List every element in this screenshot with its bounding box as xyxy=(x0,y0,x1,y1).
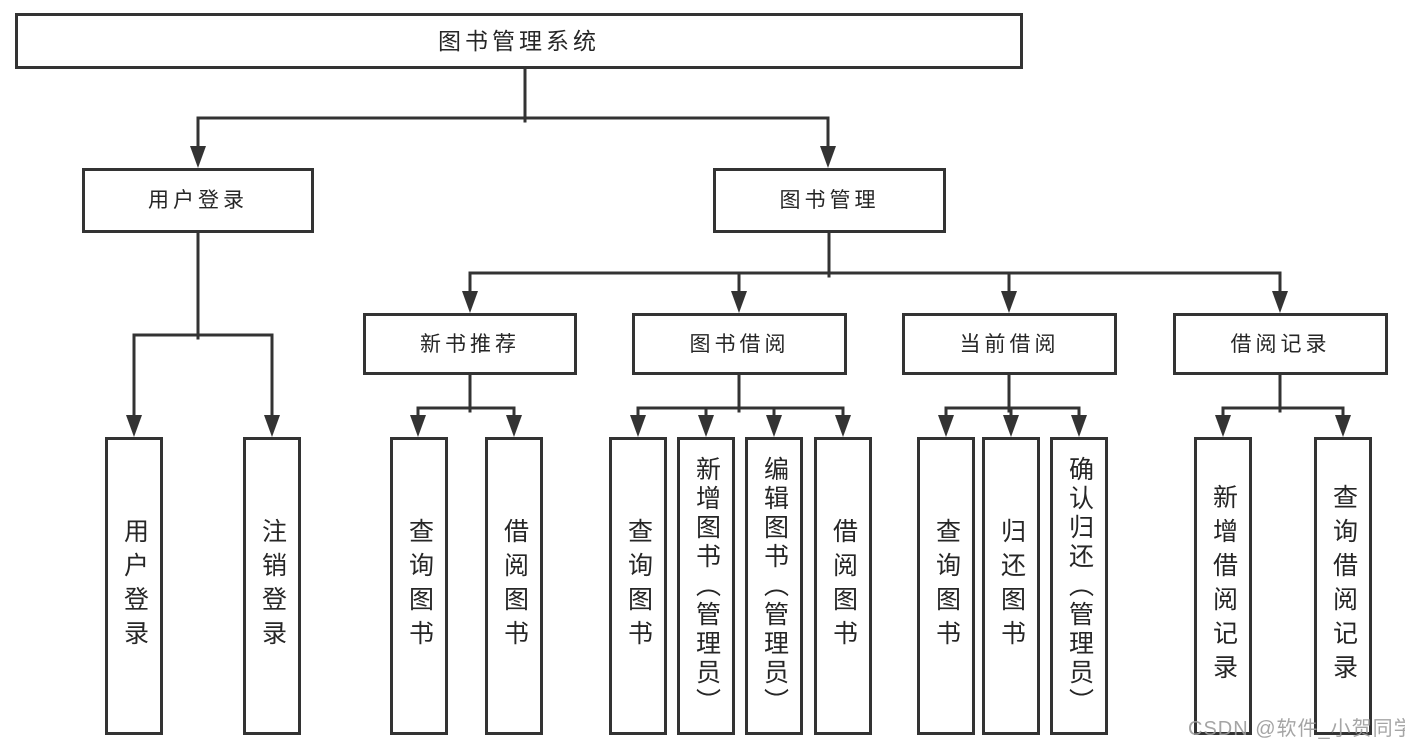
node-label: 编辑图书（管理员） xyxy=(760,455,789,717)
node-edit-book-admin: 编辑图书（管理员） xyxy=(745,437,803,735)
node-label: 借阅图书 xyxy=(500,518,529,654)
node-label: 新增借阅记录 xyxy=(1209,484,1238,688)
node-query-book-borrow: 查询图书 xyxy=(609,437,667,735)
node-user-login-action: 用户登录 xyxy=(105,437,163,735)
node-borrow-book-recommend: 借阅图书 xyxy=(485,437,543,735)
node-label: 归还图书 xyxy=(997,518,1026,654)
node-borrowing-records: 借阅记录 xyxy=(1173,313,1388,375)
node-new-book-recommend: 新书推荐 xyxy=(363,313,577,375)
node-label: 借阅图书 xyxy=(829,518,858,654)
node-user-login: 用户登录 xyxy=(82,168,314,233)
node-borrow-book: 借阅图书 xyxy=(814,437,872,735)
node-return-book: 归还图书 xyxy=(982,437,1040,735)
node-label: 查询借阅记录 xyxy=(1329,484,1358,688)
node-label: 用户登录 xyxy=(120,518,149,654)
node-library-system: 图书管理系统 xyxy=(15,13,1023,69)
node-label: 注销登录 xyxy=(258,518,287,654)
node-logout-action: 注销登录 xyxy=(243,437,301,735)
node-book-borrowing: 图书借阅 xyxy=(632,313,847,375)
node-label: 查询图书 xyxy=(624,518,653,654)
node-query-book-recommend: 查询图书 xyxy=(390,437,448,735)
node-book-management: 图书管理 xyxy=(713,168,946,233)
node-label: 新增图书（管理员） xyxy=(692,455,721,717)
node-query-book-current: 查询图书 xyxy=(917,437,975,735)
watermark-csdn: CSDN @软件_小贺同学 xyxy=(1188,718,1405,740)
node-label: 查询图书 xyxy=(405,518,434,654)
node-label: 查询图书 xyxy=(932,518,961,654)
node-query-borrow-record: 查询借阅记录 xyxy=(1314,437,1372,735)
node-label: 确认归还（管理员） xyxy=(1065,455,1094,717)
node-current-borrowing: 当前借阅 xyxy=(902,313,1117,375)
node-confirm-return-admin: 确认归还（管理员） xyxy=(1050,437,1108,735)
node-add-borrow-record: 新增借阅记录 xyxy=(1194,437,1252,735)
node-add-book-admin: 新增图书（管理员） xyxy=(677,437,735,735)
